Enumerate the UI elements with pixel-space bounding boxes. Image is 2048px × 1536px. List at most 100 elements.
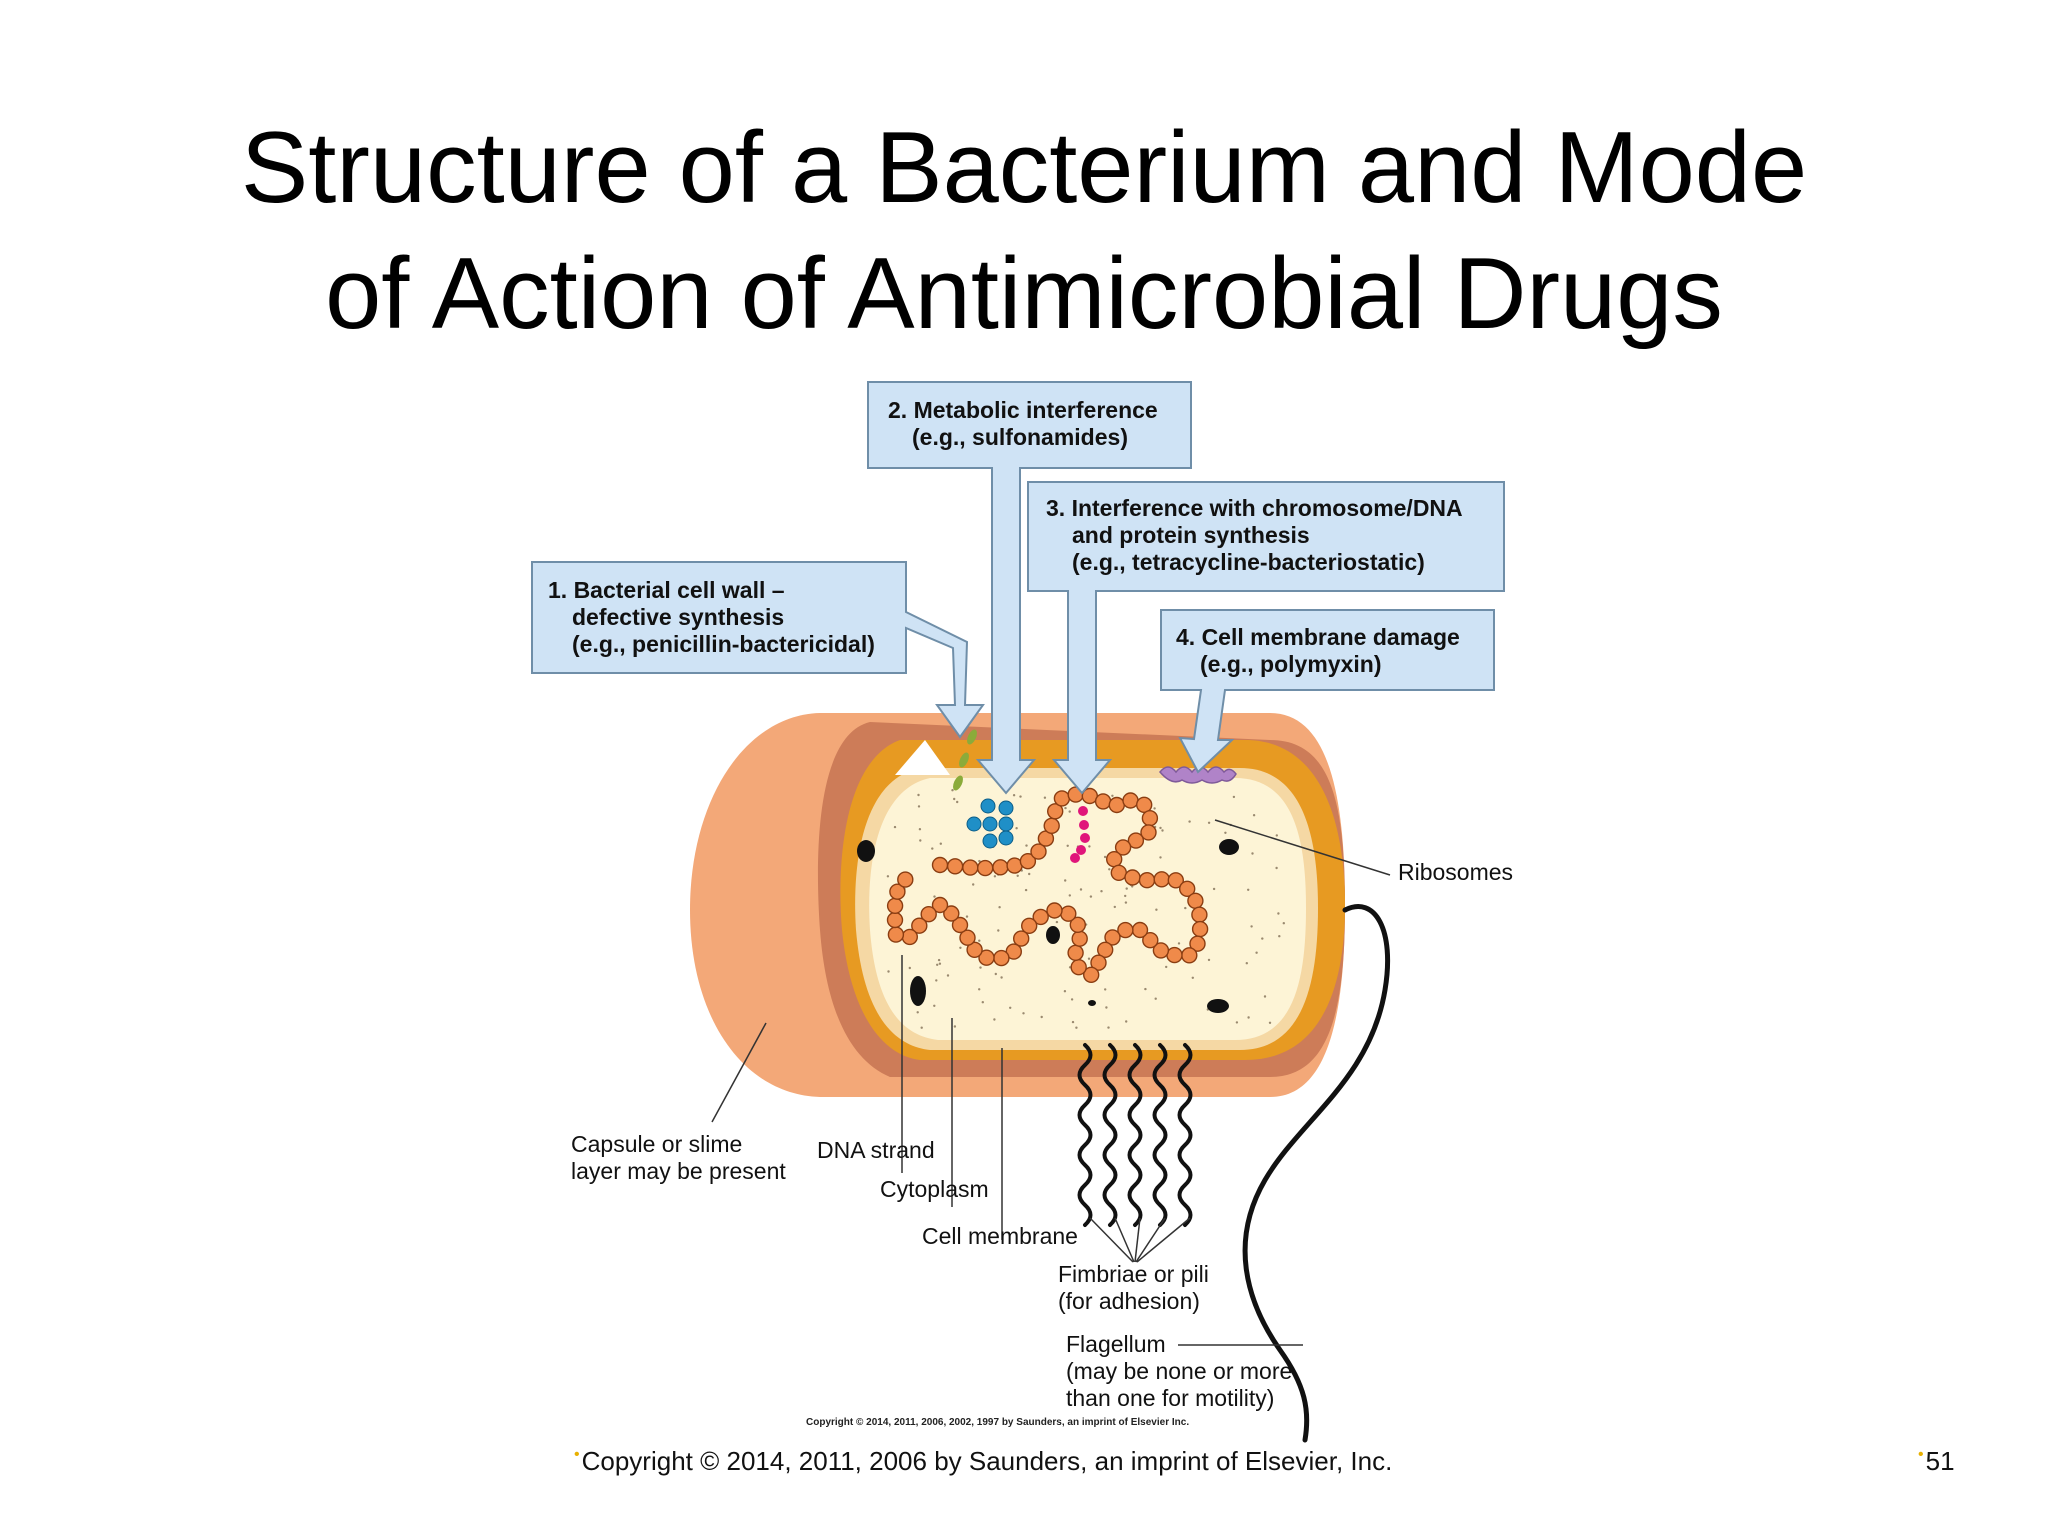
granule-dot bbox=[997, 929, 1000, 932]
dna-bead bbox=[1189, 935, 1206, 952]
dna-bead bbox=[1152, 942, 1170, 959]
dna-bead bbox=[1032, 908, 1049, 926]
granule-dot bbox=[1252, 814, 1256, 817]
granule-dot bbox=[1079, 888, 1083, 891]
granule-dot bbox=[1100, 890, 1103, 893]
drug-blue-icon bbox=[966, 798, 1014, 849]
granule-dot bbox=[956, 800, 959, 804]
inclusion-bodies bbox=[857, 839, 1239, 1013]
dna-bead bbox=[1141, 810, 1159, 827]
granule-dot bbox=[1278, 935, 1281, 938]
granule-dot bbox=[1255, 951, 1258, 954]
callout-cell-membrane-damage: 4. Cell membrane damage (e.g., polymyxin… bbox=[1160, 609, 1495, 774]
granule-dot bbox=[978, 988, 981, 991]
dna-bead bbox=[1114, 839, 1132, 856]
dna-bead bbox=[911, 917, 928, 934]
granule-dot bbox=[936, 963, 939, 966]
footer-copyright-text: Copyright © 2014, 2011, 2006 by Saunders… bbox=[581, 1446, 1393, 1476]
dna-bead bbox=[1090, 954, 1107, 971]
dna-bead bbox=[946, 858, 964, 875]
dna-bead bbox=[1096, 941, 1114, 958]
dna-bead bbox=[1070, 959, 1087, 976]
granule-dot bbox=[933, 1004, 936, 1007]
callout-dna-protein-synthesis: 3. Interference with chromosome/DNA and … bbox=[1027, 481, 1505, 795]
granule-dot bbox=[1024, 888, 1028, 892]
dna-bead bbox=[1178, 880, 1196, 897]
granule-dot bbox=[908, 966, 911, 970]
dna-bead bbox=[978, 949, 995, 966]
drug-pink-icon bbox=[1070, 806, 1090, 863]
dna-bead bbox=[931, 856, 949, 874]
dna-bead bbox=[1067, 944, 1084, 961]
granule-dot bbox=[978, 859, 981, 863]
granule-dot bbox=[1113, 905, 1117, 909]
granule-dot bbox=[1159, 826, 1162, 830]
granule-dot bbox=[917, 793, 920, 797]
granule-dot bbox=[953, 1025, 957, 1028]
figure-copyright: Copyright © 2014, 2011, 2006, 2002, 1997… bbox=[806, 1417, 1189, 1428]
granule-dot bbox=[981, 1001, 984, 1004]
granule-dot bbox=[1275, 834, 1279, 837]
label-flagellum-line-3: than one for motility) bbox=[1066, 1385, 1274, 1411]
dna-bead bbox=[1127, 832, 1145, 849]
dna-bead bbox=[1110, 864, 1128, 881]
granule-dot bbox=[1263, 995, 1267, 998]
granule-dot bbox=[886, 875, 890, 878]
dna-bead bbox=[1167, 872, 1185, 889]
callout-3-line-2: and protein synthesis bbox=[1072, 522, 1310, 548]
granule-dot bbox=[920, 1026, 923, 1029]
granule-dot bbox=[887, 970, 890, 973]
granule-dot bbox=[893, 825, 897, 829]
granule-dot bbox=[1000, 976, 1003, 979]
callout-1-line-1: 1. Bacterial cell wall – bbox=[548, 577, 785, 603]
granule-dot bbox=[935, 979, 938, 982]
dna-bead bbox=[1069, 916, 1087, 933]
dna-bead bbox=[1108, 796, 1126, 814]
granule-dot bbox=[1075, 1026, 1078, 1029]
fimbriae-icon bbox=[1077, 1043, 1193, 1227]
granule-dot bbox=[1124, 894, 1127, 898]
granule-dot bbox=[972, 883, 975, 886]
granule-dot bbox=[1159, 856, 1162, 859]
granule-dot bbox=[1068, 810, 1071, 813]
granule-dot bbox=[1250, 925, 1253, 928]
label-fimbriae-line-1: Fimbriae or pili bbox=[1058, 1261, 1209, 1287]
page-number: •51 bbox=[1918, 1446, 1955, 1477]
granule-dot bbox=[1066, 844, 1069, 847]
granule-dot bbox=[1165, 965, 1168, 969]
granule-dot bbox=[938, 962, 942, 965]
granule-dot bbox=[1064, 806, 1067, 810]
granule-dot bbox=[937, 958, 941, 962]
label-cytoplasm: Cytoplasm bbox=[880, 1176, 989, 1202]
label-dna-strand: DNA strand bbox=[817, 1137, 935, 1163]
granule-dot bbox=[1087, 957, 1091, 960]
granule-dot bbox=[946, 974, 950, 977]
dna-bead bbox=[1191, 906, 1208, 923]
label-ribosomes: Ribosomes bbox=[1398, 859, 1513, 885]
callout-3-line-1: 3. Interference with chromosome/DNA bbox=[1046, 495, 1463, 521]
granule-dot bbox=[1012, 794, 1016, 797]
callout-cell-wall: 1. Bacterial cell wall – defective synth… bbox=[531, 561, 985, 739]
dna-bead bbox=[1094, 793, 1112, 810]
footer-copyright: •Copyright © 2014, 2011, 2006 by Saunder… bbox=[574, 1446, 1392, 1477]
dna-bead bbox=[962, 859, 979, 876]
granule-dot bbox=[1232, 795, 1236, 799]
page-number-text: 51 bbox=[1925, 1446, 1955, 1476]
granule-dot bbox=[1111, 794, 1114, 797]
granule-dot bbox=[998, 906, 1001, 909]
callout-metabolic-interference: 2. Metabolic interference (e.g., sulfona… bbox=[867, 381, 1192, 795]
granule-dot bbox=[1268, 1021, 1272, 1024]
cytoplasm-area bbox=[869, 778, 1306, 1040]
granule-dot bbox=[1131, 885, 1134, 888]
granule-dot bbox=[1153, 807, 1156, 810]
granule-dot bbox=[1144, 987, 1147, 991]
dna-bead bbox=[886, 897, 904, 914]
granule-dot bbox=[931, 847, 934, 850]
granule-dot bbox=[1063, 990, 1067, 993]
granule-dot bbox=[1235, 1021, 1239, 1024]
dna-bead bbox=[959, 929, 976, 946]
dna-strand bbox=[886, 786, 1209, 983]
dna-bead bbox=[920, 906, 937, 923]
granule-dot bbox=[1071, 1020, 1075, 1024]
dna-bead bbox=[1020, 917, 1038, 934]
